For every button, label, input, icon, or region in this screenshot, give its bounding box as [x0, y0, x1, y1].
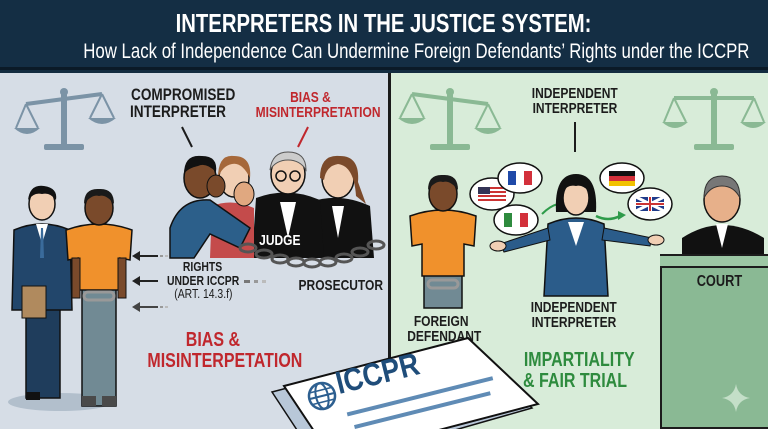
label-judge: JUDGE: [259, 232, 301, 249]
iccpr-document: [270, 336, 540, 429]
foreign-defendant-figure: [409, 174, 477, 309]
chain-icon: [238, 239, 386, 269]
globe-icon: [307, 381, 337, 411]
arrow-left-icon: [132, 276, 158, 286]
arrow-left-icon: [132, 302, 168, 312]
scales-of-justice-icon: [14, 88, 116, 150]
flag-usa-icon: [478, 187, 506, 201]
label-bias-misinterpretation-bottom: BIAS & MISINTERPETATION: [147, 329, 303, 372]
court-bench: [660, 254, 768, 429]
flag-bubbles: [469, 162, 673, 236]
header-banner: INTERPRETERS IN THE JUSTICE SYSTEM: How …: [0, 0, 768, 70]
dashes-icon: [244, 280, 266, 283]
label-independent-interpreter-top: INDEPENDENT INTERPRETER: [531, 85, 618, 117]
sparkle-icon: [722, 384, 750, 412]
defendant-figure: [65, 188, 133, 407]
arrow-left-icon: [132, 251, 168, 261]
scales-of-justice-icon: [662, 88, 766, 150]
pointer-line-icon: [297, 126, 309, 148]
label-prosecutor: PROSECUTOR: [298, 277, 384, 294]
pointer-line-icon: [181, 126, 193, 148]
court-judge-figure: [682, 175, 764, 260]
label-independent-interpreter-bottom: INDEPENDENT INTERPRETER: [530, 299, 617, 331]
pointer-line-icon: [574, 122, 576, 152]
panel-divider: [388, 73, 391, 429]
label-bias-misinterpretation-top: BIAS & MISINTERPRETATION: [255, 89, 381, 121]
page-subtitle: How Lack of Independence Can Undermine F…: [83, 40, 750, 63]
label-rights-under-iccpr: RIGHTS UNDER ICCPR (ART. 14.3.f): [167, 259, 240, 302]
label-impartiality-fair-trial: IMPARTIALITY & FAIR TRIAL: [523, 349, 635, 392]
independent-interpreter-figure: [489, 174, 665, 297]
scales-of-justice-icon: [398, 88, 502, 150]
label-compromised-interpreter: COMPROMISED INTERPRETER: [130, 85, 236, 121]
label-foreign-defendant: FOREIGN DEFENDANT: [407, 313, 482, 345]
page-title: INTERPRETERS IN THE JUSTICE SYSTEM:: [176, 8, 592, 38]
label-court: COURT: [696, 273, 742, 290]
lawyer-figure: [8, 185, 112, 411]
